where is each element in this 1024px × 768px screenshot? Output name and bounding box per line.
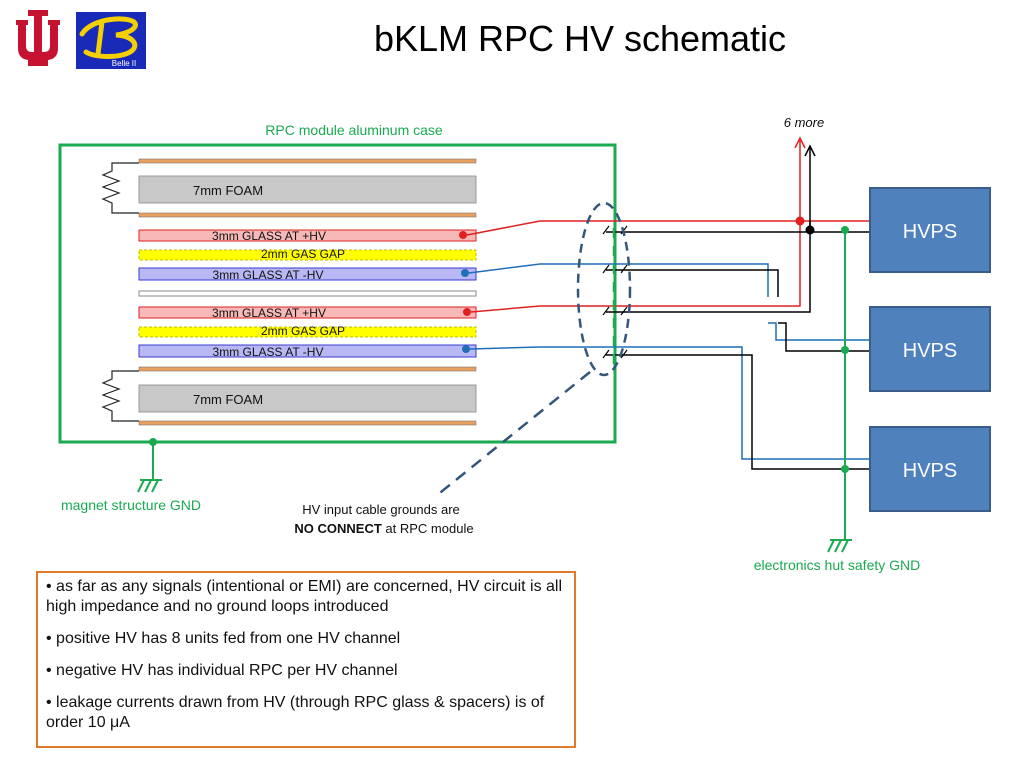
six-more-label: 6 more: [784, 115, 824, 130]
glass-pos-layer-1: [138, 229, 477, 242]
copper-plate: [138, 158, 477, 164]
pos-contact-dot-1: [459, 231, 467, 239]
note-item-4: • leakage currents drawn from HV (throug…: [46, 694, 545, 731]
foam-layer-top: [138, 175, 477, 204]
glass-neg-layer-1: [138, 267, 477, 281]
hut-gnd-dot-3: [841, 465, 849, 473]
glass-pos-layer-2: [138, 306, 477, 319]
ground-wire-2: [606, 269, 779, 297]
ground-wire-5: [606, 354, 870, 470]
cable-note-bold: NO CONNECT: [294, 521, 381, 536]
copper-plate: [138, 366, 477, 372]
neg-hv-wire-2: [469, 346, 870, 460]
ground-symbol: [834, 539, 842, 553]
neg-contact-dot-2: [462, 345, 470, 353]
cable-note-pointer: [435, 371, 591, 497]
foam-label-bottom: 7mm FOAM: [193, 392, 263, 407]
cable-note-line1: HV input cable grounds are: [302, 502, 460, 517]
ground-symbol: [137, 479, 145, 493]
notes-box: • as far as any signals (intentional or …: [36, 571, 576, 748]
spring-top: [101, 162, 139, 214]
connector-slash: [620, 306, 628, 316]
connector-slash: [620, 349, 628, 359]
glass-neg-label-1: 3mm GLASS AT -HV: [213, 268, 324, 282]
hut-gnd-dot-2: [841, 346, 849, 354]
cable-note-rest: at RPC module: [382, 521, 474, 536]
cable-note-line2: NO CONNECT at RPC module: [294, 521, 473, 536]
gas-gap-label-1: 2mm GAS GAP: [261, 247, 345, 261]
foam-label-top: 7mm FOAM: [193, 183, 263, 198]
hvps-label-3: HVPS: [903, 460, 957, 482]
hvps-label-2: HVPS: [903, 340, 957, 362]
magnet-gnd-label: magnet structure GND: [61, 497, 201, 513]
ground-symbol: [151, 479, 159, 493]
pos-contact-dot-2: [463, 308, 471, 316]
ground-wire-4: [778, 322, 870, 352]
iu-trident-logo: [16, 10, 60, 66]
gas-gap-1: [138, 249, 477, 261]
copper-plate: [138, 420, 477, 426]
neg-hv-wire-3: [768, 322, 870, 341]
note-item-2: • positive HV has 8 units fed from one H…: [46, 630, 401, 647]
neg-hv-wire-1: [468, 263, 769, 297]
magnet-gnd-dot: [149, 438, 157, 446]
ground-symbol: [841, 539, 849, 553]
belle-b-mark: Belle II: [79, 16, 138, 68]
hvps-box-2: [869, 306, 991, 392]
glass-pos-label-2: 3mm GLASS AT +HV: [212, 306, 326, 320]
six-more-arrow-red-head: [794, 136, 806, 149]
glass-neg-layer-2: [138, 344, 477, 358]
ground-symbol: [144, 479, 152, 493]
spring-bottom: [101, 370, 139, 422]
ground-symbol: [827, 539, 835, 553]
case-label: RPC module aluminum case: [265, 122, 443, 138]
connector-slash: [602, 349, 610, 359]
rpc-module-case: [58, 143, 617, 444]
hut-gnd-dot-1: [841, 226, 849, 234]
gas-gap-label-2: 2mm GAS GAP: [261, 324, 345, 338]
note-item-3: • negative HV has individual RPC per HV …: [46, 662, 398, 679]
glass-pos-label-1: 3mm GLASS AT +HV: [212, 229, 326, 243]
hut-gnd-label: electronics hut safety GND: [754, 557, 921, 573]
slide-title: bKLM RPC HV schematic: [373, 18, 787, 59]
hvps-label-1: HVPS: [903, 221, 957, 243]
pos-hv-wire-1: [466, 220, 870, 236]
connector-slash: [602, 225, 610, 235]
connector-ellipse: [576, 201, 632, 377]
six-more-arrow-black-head: [804, 144, 816, 157]
copper-plate: [138, 212, 477, 218]
foam-layer-bottom: [138, 384, 477, 413]
gas-gap-2: [138, 326, 477, 338]
hvps-box-1: [869, 187, 991, 273]
glass-neg-label-2: 3mm GLASS AT -HV: [213, 345, 324, 359]
belle-ii-logo: Belle II: [76, 12, 146, 69]
neg-contact-dot-1: [461, 269, 469, 277]
ground-wire-3: [606, 221, 811, 313]
pos-hv-wire-2: [470, 221, 801, 313]
note-item-1: • as far as any signals (intentional or …: [46, 578, 563, 615]
hvps-box-3: [869, 426, 991, 512]
connector-slash: [602, 306, 610, 316]
connector-slash: [602, 264, 610, 274]
connector-slash: [620, 264, 628, 274]
belle-caption: Belle II: [112, 59, 136, 68]
separator-plate: [138, 290, 477, 297]
